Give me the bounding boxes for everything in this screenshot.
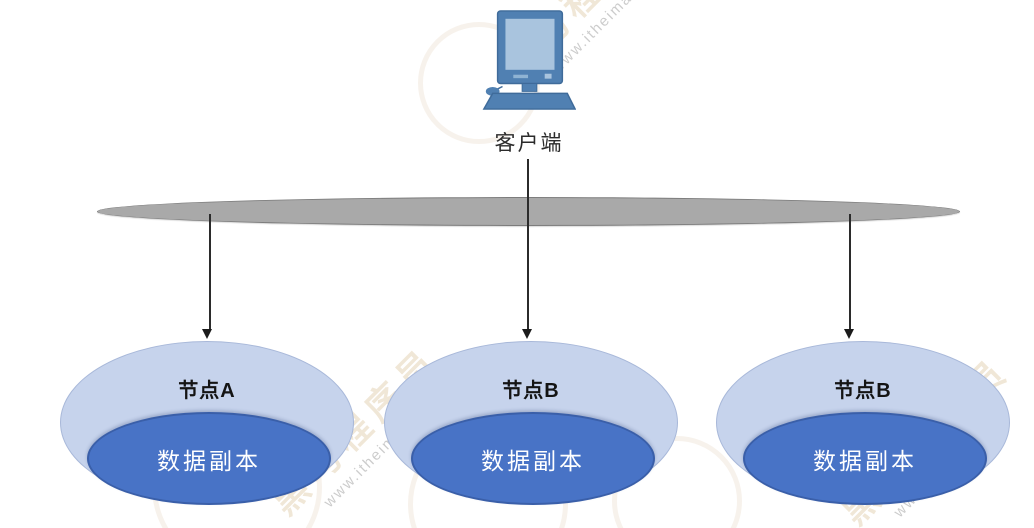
replica-ellipse: 数据副本	[87, 412, 331, 505]
connector-bus-to-node1	[209, 214, 211, 330]
replica-ellipse: 数据副本	[743, 412, 987, 505]
arrowhead-down-icon	[202, 329, 212, 339]
replica-label: 数据副本	[157, 447, 261, 474]
node-label: 节点A	[178, 380, 236, 402]
node-a-ellipse: 节点A 数据副本	[60, 341, 354, 505]
replica-label: 数据副本	[813, 447, 917, 474]
connector-client-to-node2	[527, 159, 529, 330]
node-b2-ellipse: 节点B 数据副本	[716, 341, 1010, 505]
replica-label: 数据副本	[481, 447, 585, 474]
node-b1-ellipse: 节点B 数据副本	[384, 341, 678, 505]
node-label: 节点B	[834, 380, 892, 402]
arrowhead-down-icon	[522, 329, 532, 339]
arrowhead-down-icon	[844, 329, 854, 339]
client-label: 客户端	[494, 132, 564, 155]
computer-icon	[482, 10, 576, 110]
replica-ellipse: 数据副本	[411, 412, 655, 505]
node-label: 节点B	[502, 380, 560, 402]
connector-bus-to-node3	[849, 214, 851, 330]
